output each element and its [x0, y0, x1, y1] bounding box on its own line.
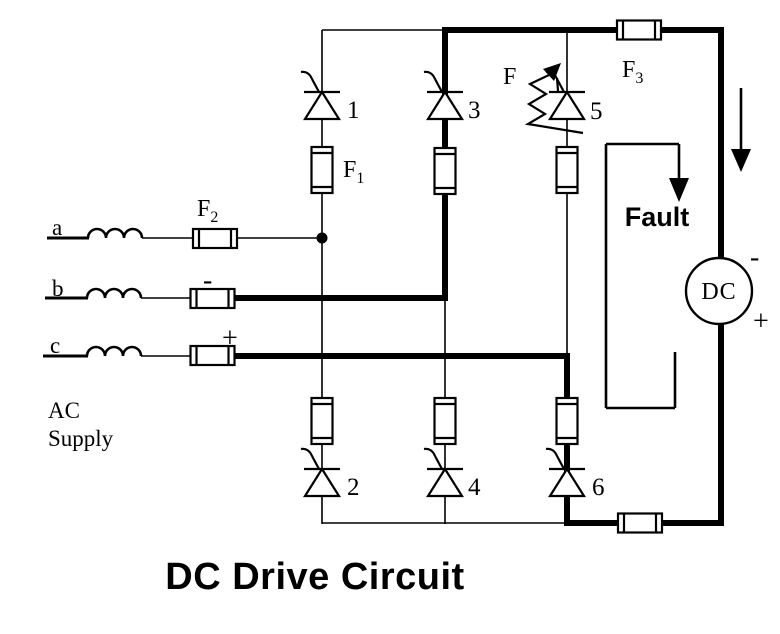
- thyristor-2-symbol: [299, 447, 342, 498]
- fuse-f1-symbol: [310, 145, 334, 195]
- thyristor-1-symbol: [299, 70, 342, 121]
- fuse-f2-label: F2: [197, 196, 218, 226]
- fault-point-label: F: [503, 64, 516, 90]
- phase-c-label: c: [50, 333, 60, 358]
- fault-zigzag-line: [524, 74, 584, 135]
- phase-c-inductor: [85, 345, 143, 358]
- fuse-f1-label: F1: [343, 157, 364, 187]
- dc-motor: DC - +: [684, 242, 769, 337]
- phase-b-line: [45, 287, 448, 310]
- leg3-bottom-fuse-symbol: [555, 396, 579, 446]
- junction-dot: [316, 232, 328, 244]
- thyristor-2-label: 2: [347, 474, 360, 501]
- thyristor-5-symbol: [544, 70, 587, 121]
- dc-motor-neg-sign: -: [750, 242, 759, 273]
- ac-supply-label-line2: Supply: [48, 426, 114, 451]
- phase-a-line: [47, 227, 328, 250]
- current-arrowhead-icon: [731, 149, 751, 172]
- bottom-rail-fuse-symbol: [616, 512, 664, 534]
- fuse-f3-label: F3: [622, 57, 643, 87]
- fuse-f3-symbol: [615, 19, 663, 41]
- fuse-f2-symbol: [191, 227, 239, 250]
- phase-c-line: [43, 344, 570, 367]
- leg3-top-fuse-symbol: [555, 145, 579, 195]
- dc-motor-pos-sign: +: [753, 306, 769, 337]
- leg1-bottom-fuse-symbol: [310, 396, 334, 446]
- thyristor-1-label: 1: [347, 97, 360, 124]
- fault-label: Fault: [625, 202, 690, 232]
- thyristor-5-label: 5: [590, 98, 603, 125]
- phase-b-inductor: [85, 287, 143, 300]
- fault-current-loop: [604, 142, 689, 410]
- dc-motor-circle: [684, 256, 754, 326]
- thyristor-3-label: 3: [468, 97, 481, 124]
- phase-c-polarity-sign: +: [222, 323, 238, 354]
- ac-supply-label-line1: AC: [48, 398, 80, 423]
- fault-loop-arrowhead-icon: [669, 178, 689, 202]
- thyristor-6-label: 6: [592, 474, 605, 501]
- leg2-top-fuse-symbol: [433, 146, 457, 196]
- phase-a-inductor: [86, 227, 144, 240]
- phase-b-polarity-sign: -: [203, 265, 212, 296]
- current-direction-arrow: [731, 88, 751, 172]
- thyristor-4-symbol: [422, 447, 465, 498]
- phase-b-label: b: [52, 276, 64, 301]
- phase-b-fuse-symbol: [189, 287, 236, 310]
- dc-motor-label: DC: [701, 279, 736, 305]
- page-title: DC Drive Circuit: [165, 556, 464, 598]
- leg2-bottom-fuse-symbol: [433, 396, 457, 446]
- phase-a-label: a: [52, 215, 62, 240]
- fault-zigzag-marker: [524, 63, 584, 135]
- thyristor-4-label: 4: [468, 474, 481, 501]
